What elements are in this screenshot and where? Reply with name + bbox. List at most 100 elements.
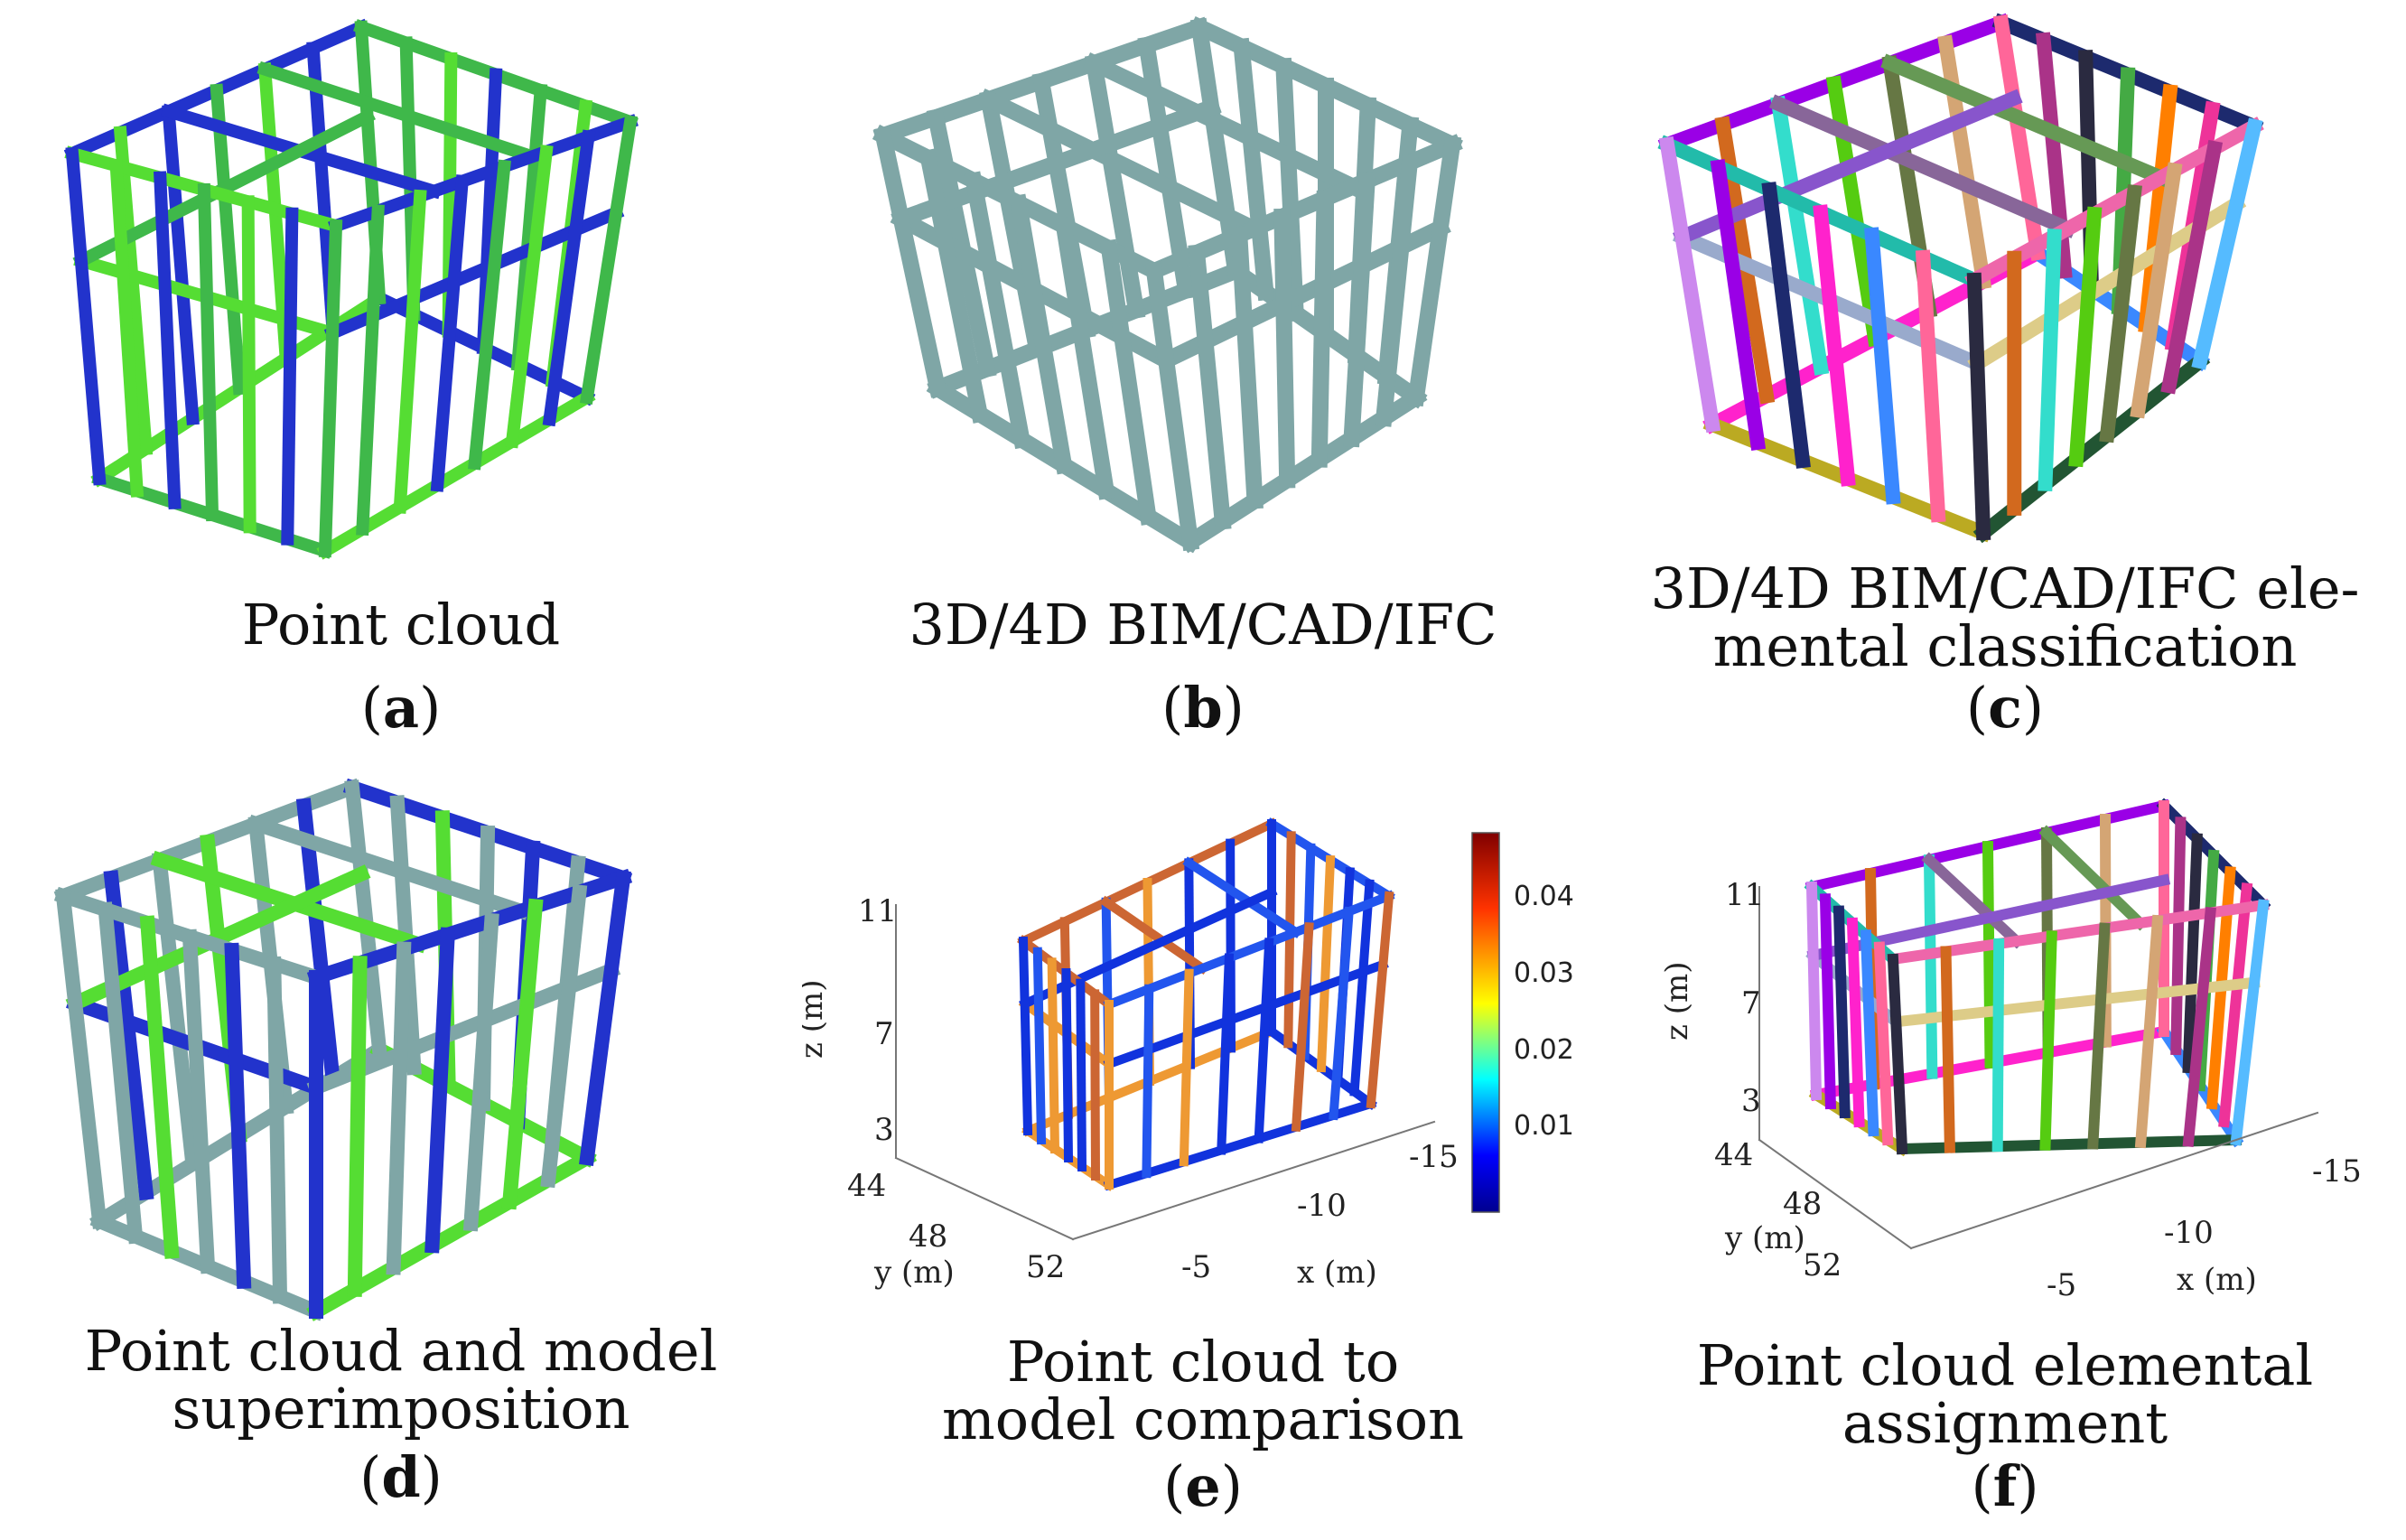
front-right-wall-stud xyxy=(2130,162,2183,419)
front-left-wall-stud xyxy=(1061,967,1074,1163)
front-left-wall-stud xyxy=(1832,905,1851,1119)
z-tick-3: 3 xyxy=(1741,1083,1761,1119)
back-left-wall-stud xyxy=(1982,840,1996,1069)
caption-d-line-2: superimposition xyxy=(172,1376,630,1442)
back-right-wall-stud xyxy=(1349,879,1375,1097)
front-right-wall-stud xyxy=(542,129,596,427)
front-left-wall-stud xyxy=(224,942,252,1289)
bottom-front-right-rail xyxy=(1896,1134,2243,1155)
front-left-wall-stud xyxy=(1054,216,1115,500)
front-right-wall-stud xyxy=(2068,206,2103,468)
back-left-wall-stud xyxy=(1937,34,1992,290)
front-left-wall-stud xyxy=(1846,917,1865,1128)
roof-beam xyxy=(256,61,541,165)
frame-point-cloud xyxy=(63,18,639,560)
front-left-wall-stud xyxy=(97,901,144,1245)
back-corner-post xyxy=(344,779,387,1058)
letter-e: (e) xyxy=(1163,1453,1243,1519)
roof-beam xyxy=(1880,53,2171,188)
front-left-wall-stud xyxy=(109,158,145,498)
back-left-mid-rail xyxy=(891,97,1222,229)
front-right-wall-stud xyxy=(393,189,427,514)
letter-f: (f) xyxy=(1971,1453,2039,1519)
back-left-wall-stud xyxy=(1770,95,1830,376)
caption-e-line-2: model comparison xyxy=(941,1386,1465,1452)
axis-line xyxy=(1909,1111,2319,1250)
front-right-wall-stud xyxy=(1991,938,2005,1153)
front-left-wall-stud xyxy=(281,207,299,546)
left-corner-post xyxy=(1018,936,1033,1136)
back-right-wall-stud xyxy=(1316,854,1336,1073)
back-right-wall-stud xyxy=(2170,817,2187,1056)
front-right-wall-stud xyxy=(1343,172,1376,448)
back-right-wall-stud xyxy=(1283,831,1296,1049)
roof-beam xyxy=(1099,895,1209,975)
top-front-right-beam xyxy=(328,114,639,234)
back-left-wall-stud xyxy=(295,798,341,1087)
front-right-wall-stud xyxy=(505,145,554,449)
x-tick-minus15: -15 xyxy=(1409,1139,1459,1175)
roof-beam xyxy=(1182,856,1302,938)
front-right-wall-stud xyxy=(1291,921,1314,1133)
caption-d: Point cloud and model superimposition xyxy=(0,1322,802,1438)
front-left-wall-stud xyxy=(1710,158,1767,452)
z-tick-7: 7 xyxy=(1741,985,1761,1022)
caption-f: Point cloud elemental assignment xyxy=(1604,1337,2406,1452)
z-tick-3: 3 xyxy=(874,1112,894,1148)
y-axis-label: y (m) xyxy=(1724,1220,1805,1256)
caption-e-line-1: Point cloud to xyxy=(1006,1329,1400,1395)
front-left-wall-stud xyxy=(1864,227,1901,505)
axis-line xyxy=(1071,1120,1436,1241)
right-corner-post xyxy=(1366,891,1394,1109)
frame-elemental-classification xyxy=(1657,13,2264,544)
front-right-mid-rail xyxy=(1889,976,2261,1028)
caption-e: Point cloud to model comparison xyxy=(802,1333,1604,1449)
front-left-wall-stud xyxy=(1099,238,1158,526)
roof-beam xyxy=(977,88,1265,240)
front-left-wall-stud xyxy=(1915,249,1946,523)
front-right-wall-stud xyxy=(1142,984,1154,1179)
front-left-wall-stud xyxy=(1819,893,1836,1110)
x-axis-label: x (m) xyxy=(2177,1262,2257,1298)
colorbar-tick-001: 0.01 xyxy=(1514,1110,1574,1142)
colorbar xyxy=(1471,832,1500,1213)
left-corner-post xyxy=(873,126,947,398)
left-corner-post xyxy=(1658,135,1721,434)
front-right-wall-stud xyxy=(1217,953,1235,1155)
colorbar-tick-003: 0.03 xyxy=(1514,957,1574,989)
caption-a: Point cloud xyxy=(0,596,802,654)
front-right-wall-stud xyxy=(424,927,456,1254)
letter-a: (a) xyxy=(360,675,442,741)
front-right-wall-stud xyxy=(430,174,470,492)
front-left-wall-stud xyxy=(139,915,180,1259)
caption-c-line-2: mental classification xyxy=(1712,613,2298,679)
caption-c-line-1: 3D/4D BIM/CAD/IFC ele- xyxy=(1650,555,2360,621)
front-right-wall-stud xyxy=(1273,208,1296,489)
caption-f-line-2: assignment xyxy=(1842,1390,2168,1456)
axis-line xyxy=(1758,1138,1913,1250)
front-corner-post xyxy=(1887,953,1908,1155)
panel-d: Point cloud and model superimposition (d… xyxy=(0,770,802,1539)
x-tick-minus15: -15 xyxy=(2312,1153,2362,1190)
front-corner-post xyxy=(318,219,343,558)
top-front-right-beam xyxy=(1103,890,1395,1011)
back-right-wall-stud xyxy=(2218,882,2253,1128)
y-tick-48: 48 xyxy=(1783,1186,1822,1222)
front-left-wall-stud xyxy=(182,929,216,1274)
roof-beam xyxy=(1083,52,1364,198)
frame-superimposition xyxy=(53,778,633,1321)
back-left-mid-rail xyxy=(1673,89,2023,247)
front-left-wall-stud xyxy=(1009,193,1074,475)
front-right-wall-stud xyxy=(540,883,588,1189)
y-tick-44: 44 xyxy=(1714,1137,1753,1173)
caption-d-line-1: Point cloud and model xyxy=(84,1318,718,1384)
caption-b-line-1: 3D/4D BIM/CAD/IFC xyxy=(909,592,1497,658)
right-corner-post xyxy=(2191,117,2263,370)
front-right-wall-stud xyxy=(386,941,412,1275)
front-left-wall-stud xyxy=(919,148,990,424)
back-right-wall-stud xyxy=(1274,57,1305,322)
x-tick-minus5: -5 xyxy=(2047,1267,2076,1303)
